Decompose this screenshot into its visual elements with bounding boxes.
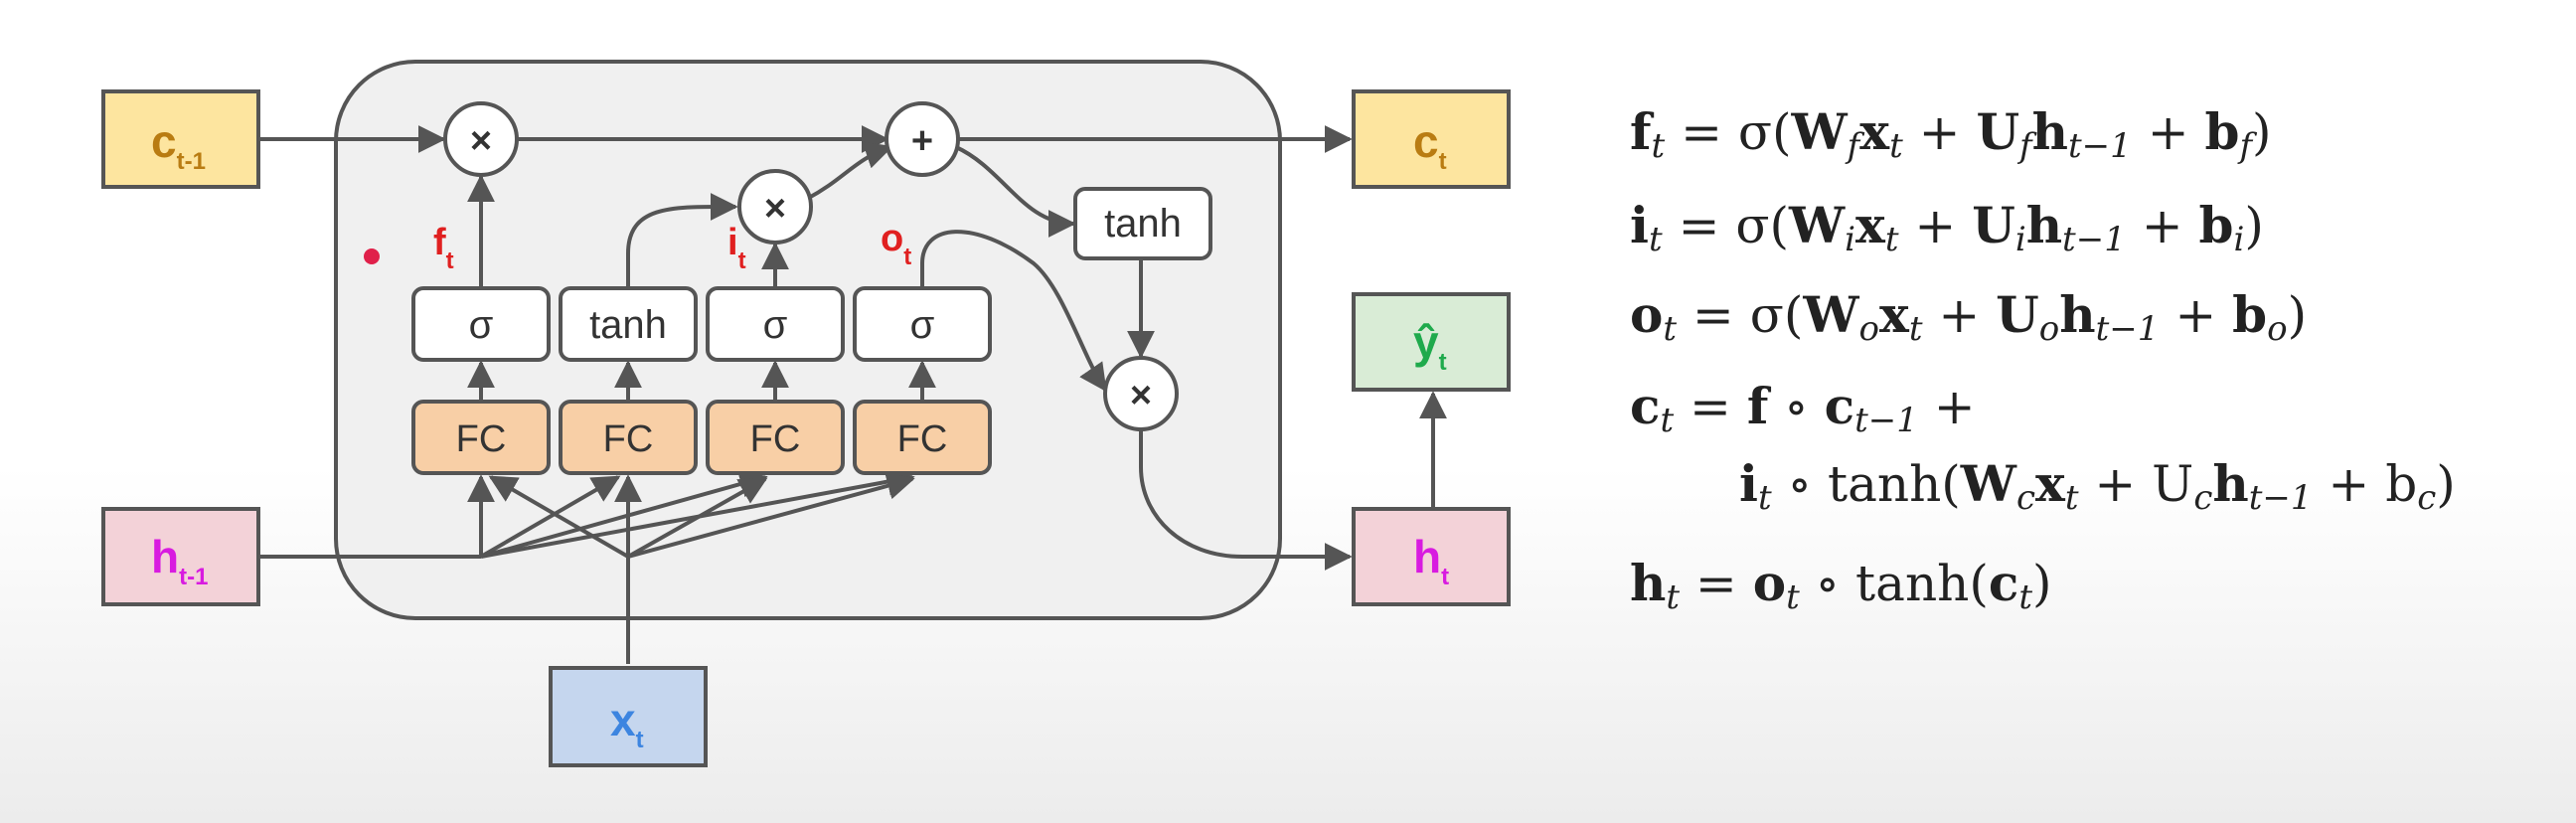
equation-cell-line1: ct = f ∘ ct−1 +: [1630, 377, 1976, 440]
c-prev-label: ct-1: [151, 115, 206, 175]
gate-boxes: [411, 187, 1212, 362]
tanh-candidate-label: tanh: [589, 303, 667, 347]
equation-hidden: ht = ot ∘ tanh(ct): [1630, 554, 2052, 617]
h-prev-label: ht-1: [151, 531, 208, 590]
connections: [260, 125, 1447, 664]
multiply-input-op: [737, 169, 813, 245]
sigma-forget-box: [411, 286, 551, 362]
y-hat-node: [1352, 292, 1511, 392]
tanh-cell-label: tanh: [1104, 202, 1182, 246]
output-gate-label: ot: [881, 218, 911, 270]
multiply-forget-symbol: ×: [470, 120, 492, 162]
fc-boxes: [411, 400, 992, 475]
sigma-input-label: σ: [763, 303, 788, 347]
tanh-candidate-box: [559, 286, 698, 362]
equation-forget: ft = σ(Wfxt + Ufht−1 + bf): [1630, 102, 2272, 166]
fc-label-3: FC: [750, 418, 801, 460]
fc-box-4: [853, 400, 992, 475]
c-prev-node: [101, 89, 260, 189]
input-gate-label: it: [727, 222, 746, 274]
fc-label-4: FC: [897, 418, 948, 460]
fc-box-1: [411, 400, 551, 475]
x-input-label: xt: [610, 694, 644, 753]
multiply-output-op: [1103, 356, 1179, 431]
y-hat-label: ŷt: [1413, 316, 1447, 376]
tanh-cell-box: [1073, 187, 1212, 260]
multiply-output-symbol: ×: [1130, 375, 1152, 416]
h-prev-node: [101, 507, 260, 606]
sigma-output-label: σ: [910, 303, 935, 347]
fc-box-2: [559, 400, 698, 475]
equation-cell-line2: it ∘ tanh(Wcxt + Ucht−1 + bc): [1739, 454, 2456, 518]
x-input-node: [549, 666, 708, 767]
red-dot-marker: [364, 248, 380, 264]
sigma-output-box: [853, 286, 992, 362]
c-next-node: [1352, 89, 1511, 189]
sigma-forget-label: σ: [469, 303, 494, 347]
equation-output: ot = σ(Woxt + Uoht−1 + bo): [1630, 285, 2307, 349]
fc-box-3: [706, 400, 845, 475]
c-next-label: ct: [1413, 115, 1447, 175]
h-next-label: ht: [1413, 531, 1449, 590]
fc-label-2: FC: [603, 418, 654, 460]
multiply-forget-op: [443, 101, 519, 177]
equation-input: it = σ(Wixt + Uiht−1 + bi): [1630, 196, 2264, 259]
fc-label-1: FC: [456, 418, 507, 460]
forget-gate-label: ft: [433, 222, 454, 274]
plus-op: [885, 101, 960, 177]
sigma-input-box: [706, 286, 845, 362]
equations: ft = σ(Wfxt + Ufht−1 + bf) it = σ(Wixt +…: [1630, 102, 2456, 617]
plus-symbol: +: [911, 120, 933, 162]
h-next-node: [1352, 507, 1511, 606]
multiply-input-symbol: ×: [764, 188, 786, 230]
